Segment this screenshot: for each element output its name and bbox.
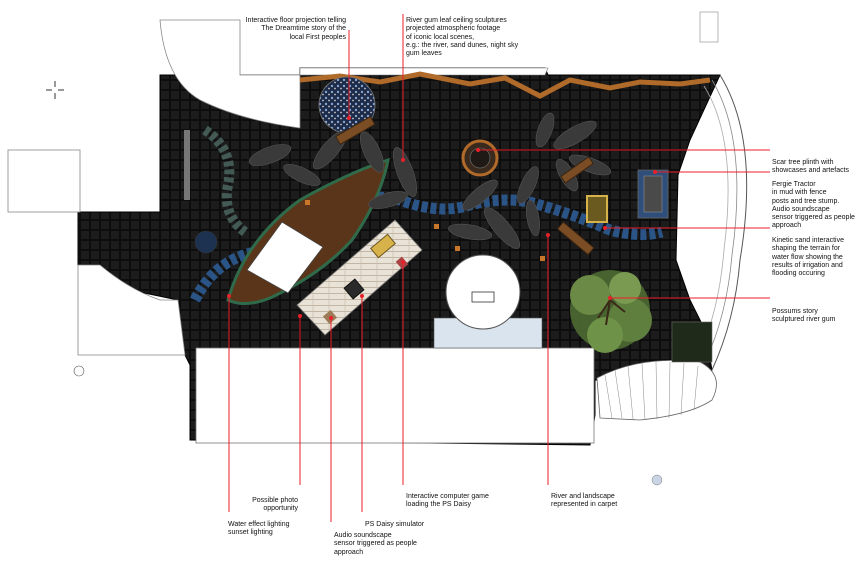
column-symbol [73,365,85,377]
top-edge-wall [299,67,549,76]
bench-mid-right [560,156,594,184]
curved-glazing [711,74,748,371]
bench-right [556,221,595,256]
front-counter [195,347,595,444]
ps-daisy-simulator-deck [296,219,423,336]
post-left [194,230,218,254]
timber-ceiling-feature [299,71,711,99]
curved-wall-left [77,264,186,356]
label-ps-daisy-simulator: PS Daisy simulator [365,521,425,529]
boat-deck-screen [246,221,324,294]
bench-left [184,130,190,200]
lighting-markers [305,200,545,261]
simulator-screen [343,278,365,300]
wheel-console [370,233,396,259]
curved-wall-top-left [159,19,301,129]
river-carpet [190,191,664,303]
bench-top [334,115,376,146]
wall-left-block [7,149,81,213]
leaf-sculptures [248,112,612,249]
origin-marker [46,81,64,99]
kinetic-sand-table [586,195,608,223]
leader-lines [228,14,770,522]
dark-panel [671,321,713,363]
possums-river-gum [570,270,652,353]
